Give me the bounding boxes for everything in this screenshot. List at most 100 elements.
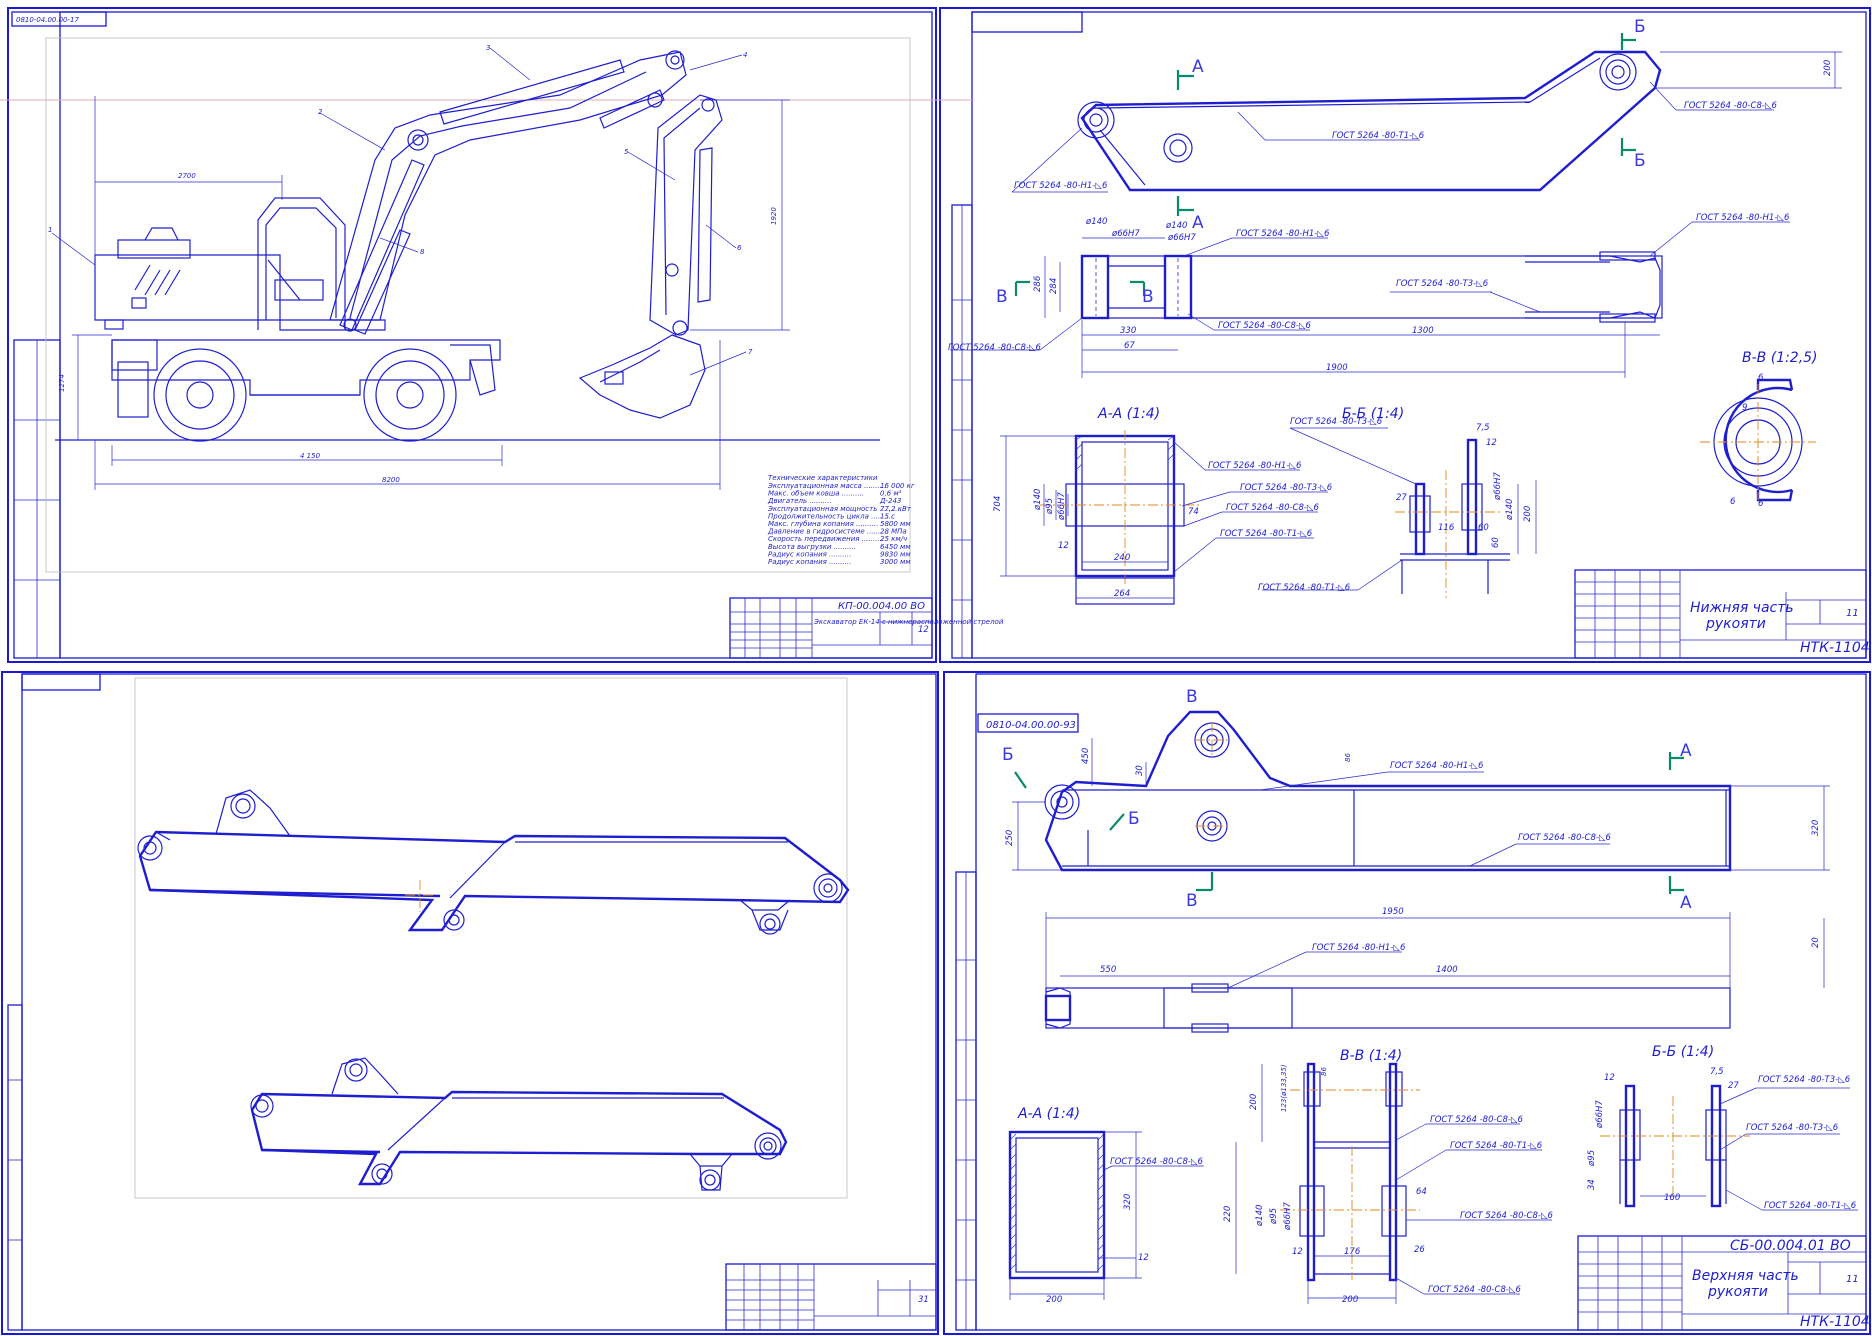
spec-row-value: 16 000 кг <box>880 482 915 490</box>
svg-text:В-В (1:4): В-В (1:4) <box>1340 1048 1402 1064</box>
svg-text:ГОСТ 5264 -80-С8-◺6: ГОСТ 5264 -80-С8-◺6 <box>1226 503 1319 513</box>
svg-text:Верхняя часть: Верхняя часть <box>1692 1268 1799 1284</box>
svg-text:Б-Б (1:4): Б-Б (1:4) <box>1652 1044 1714 1060</box>
svg-text:3: 3 <box>486 44 490 52</box>
svg-text:5: 5 <box>624 148 629 156</box>
svg-text:450: 450 <box>1081 748 1091 764</box>
spec-row-value: 6450 мм <box>880 543 911 551</box>
svg-text:12: 12 <box>1486 438 1497 448</box>
svg-text:Экскаватор ЕК-14 с нижнераспол: Экскаватор ЕК-14 с нижнерасположенной ст… <box>813 618 1004 626</box>
svg-text:рукояти: рукояти <box>1707 1284 1768 1300</box>
svg-text:27: 27 <box>1728 1081 1739 1091</box>
sheet4-title-block: СБ-00.004.01 ВО Верхняя часть рукояти 11… <box>1577 1235 1870 1331</box>
svg-text:330: 330 <box>1120 326 1136 336</box>
upper-stick-section-aa: А-А (1:4) 320 12 200 ГОСТ 5264 -80-С8-◺6 <box>1008 1106 1204 1305</box>
sheet-lower-stick: 200 А А Б Б ГОСТ 5264 -80-Т1-◺6 ГОСТ 526… <box>936 7 1871 663</box>
spec-row-label: Макс. глубина копания .......... <box>768 520 878 528</box>
svg-text:86: 86 <box>1344 753 1352 762</box>
svg-text:Б: Б <box>1002 745 1014 765</box>
svg-text:ø66Н7: ø66Н7 <box>1595 1100 1605 1129</box>
svg-text:ø66Н7: ø66Н7 <box>1057 492 1067 521</box>
svg-text:ø66Н7: ø66Н7 <box>1493 472 1503 501</box>
spec-row-value: 9830 мм <box>880 550 911 558</box>
svg-text:8200: 8200 <box>382 476 400 484</box>
svg-text:ГОСТ 5264 -80-С8-◺6: ГОСТ 5264 -80-С8-◺6 <box>1518 833 1611 843</box>
svg-text:ГОСТ 5264 -80-С8-◺6: ГОСТ 5264 -80-С8-◺6 <box>1684 101 1777 111</box>
svg-text:А: А <box>1680 741 1692 761</box>
svg-text:ГОСТ 5264 -80-Н1-◺6: ГОСТ 5264 -80-Н1-◺6 <box>1390 761 1484 771</box>
lower-stick-section-bb: Б-Б (1:4) 7,5 12 27 116 60 ø140 200 ø66Н… <box>1258 406 1537 598</box>
sheet3-title-block: 31 <box>725 1263 937 1331</box>
svg-text:ГОСТ 5264 -80-Т1-◺6: ГОСТ 5264 -80-Т1-◺6 <box>1258 583 1351 593</box>
svg-text:ГОСТ 5264 -80-С8-◺6: ГОСТ 5264 -80-С8-◺6 <box>1428 1285 1521 1295</box>
svg-text:11: 11 <box>1846 1274 1859 1285</box>
svg-text:ø95: ø95 <box>1045 498 1055 515</box>
sheet1-callouts: 1 2 3 4 5 6 7 8 <box>48 44 753 376</box>
svg-text:2700: 2700 <box>178 172 196 180</box>
svg-text:А: А <box>1192 57 1204 77</box>
spec-row-label: Продолжительность цикла .......... <box>768 512 893 520</box>
svg-text:34: 34 <box>1587 1179 1597 1190</box>
sheet1-dimensions: 2700 1274 4 150 8200 1920 <box>58 96 790 490</box>
svg-text:ø95: ø95 <box>1587 1150 1597 1167</box>
svg-text:А: А <box>1192 213 1204 233</box>
svg-text:1400: 1400 <box>1436 965 1458 975</box>
svg-text:4 150: 4 150 <box>300 452 321 460</box>
svg-text:200: 200 <box>1823 60 1833 76</box>
svg-text:200: 200 <box>1249 1094 1259 1110</box>
spec-row-label: Скорость передвижения .......... <box>768 535 884 543</box>
svg-text:В: В <box>1186 891 1198 911</box>
svg-text:СБ-00.004.01 ВО: СБ-00.004.01 ВО <box>1730 1238 1851 1254</box>
svg-text:7,5: 7,5 <box>1710 1067 1724 1077</box>
svg-text:31: 31 <box>918 1295 929 1305</box>
svg-text:ГОСТ 5264 -80-Н1-◺6: ГОСТ 5264 -80-Н1-◺6 <box>1312 943 1406 953</box>
svg-text:1300: 1300 <box>1412 326 1434 336</box>
svg-text:6: 6 <box>1758 499 1764 509</box>
svg-text:ГОСТ 5264 -80-С8-◺6: ГОСТ 5264 -80-С8-◺6 <box>1110 1157 1203 1167</box>
svg-text:ГОСТ 5264 -80-Н1-◺6: ГОСТ 5264 -80-Н1-◺6 <box>1236 229 1330 239</box>
spec-row-label: Радиус копания .......... <box>768 558 851 566</box>
svg-text:1920: 1920 <box>770 207 778 225</box>
svg-text:А: А <box>1680 893 1692 913</box>
svg-text:ГОСТ 5264 -80-Т3-◺6: ГОСТ 5264 -80-Т3-◺6 <box>1746 1123 1839 1133</box>
svg-text:Б: Б <box>1128 809 1140 829</box>
svg-text:ø66Н7: ø66Н7 <box>1167 233 1196 243</box>
svg-text:НТК-1104: НТК-1104 <box>1800 1314 1870 1330</box>
svg-text:ГОСТ 5264 -80-Н1-◺6: ГОСТ 5264 -80-Н1-◺6 <box>1014 181 1108 191</box>
svg-text:ГОСТ 5264 -80-Т1-◺6: ГОСТ 5264 -80-Т1-◺6 <box>1332 131 1425 141</box>
svg-text:ГОСТ 5264 -80-Т3-◺6: ГОСТ 5264 -80-Т3-◺6 <box>1290 417 1383 427</box>
spec-row-label: Высота выгрузки .......... <box>768 543 856 551</box>
svg-text:ø66Н7: ø66Н7 <box>1283 1202 1293 1231</box>
svg-text:30: 30 <box>1135 765 1145 776</box>
upper-stick-side-view: 450 30 250 320 86 Б Б В В А А ГОСТ 5264 … <box>1002 687 1830 913</box>
spec-row-label: Эксплуатационная мощность .......... <box>767 505 902 513</box>
svg-text:26: 26 <box>1414 1245 1425 1255</box>
svg-text:ø66Н7: ø66Н7 <box>1111 229 1140 239</box>
svg-text:В-В (1:2,5): В-В (1:2,5) <box>1742 350 1818 366</box>
svg-text:86: 86 <box>1320 1067 1328 1076</box>
lower-stick-top-view: В В ø140 ø66Н7 ø140 ø66Н7 286 284 330 67… <box>948 213 1790 378</box>
upper-stick-section-vv: В-В (1:4) 200 220 123(ø133,35) 86 ø140 ø… <box>1223 1048 1553 1305</box>
svg-text:160: 160 <box>1664 1193 1680 1203</box>
sheet-general-view: 0810-04.00.00-17 <box>0 7 1004 663</box>
svg-text:1950: 1950 <box>1382 907 1404 917</box>
svg-text:250: 250 <box>1005 830 1015 846</box>
svg-text:704: 704 <box>993 496 1003 512</box>
svg-text:рукояти: рукояти <box>1705 616 1766 632</box>
lower-stick-section-aa: А-А (1:4) 704 ø140 ø95 ø66Н7 240 12 74 2… <box>993 406 1333 605</box>
svg-text:6: 6 <box>1758 373 1764 383</box>
spec-row-label: Макс. объем ковша .......... <box>768 490 864 498</box>
svg-text:Технические характеристики: Технические характеристики <box>768 474 878 482</box>
svg-text:12: 12 <box>1292 1247 1303 1257</box>
svg-text:6: 6 <box>737 244 742 252</box>
lower-stick-side-view: 200 А А Б Б ГОСТ 5264 -80-Т1-◺6 ГОСТ 526… <box>1011 17 1842 233</box>
svg-text:320: 320 <box>1811 820 1821 836</box>
spec-row-value: 77,2 кВт <box>880 505 912 513</box>
svg-text:В: В <box>1142 287 1154 307</box>
spec-row-value: 3000 мм <box>880 558 911 566</box>
svg-text:В: В <box>1186 687 1198 707</box>
svg-text:1: 1 <box>48 226 52 234</box>
spec-row-label: Двигатель .......... <box>767 497 832 505</box>
svg-text:ГОСТ 5264 -80-Т3-◺6: ГОСТ 5264 -80-Т3-◺6 <box>1240 483 1333 493</box>
svg-text:200: 200 <box>1046 1295 1062 1305</box>
